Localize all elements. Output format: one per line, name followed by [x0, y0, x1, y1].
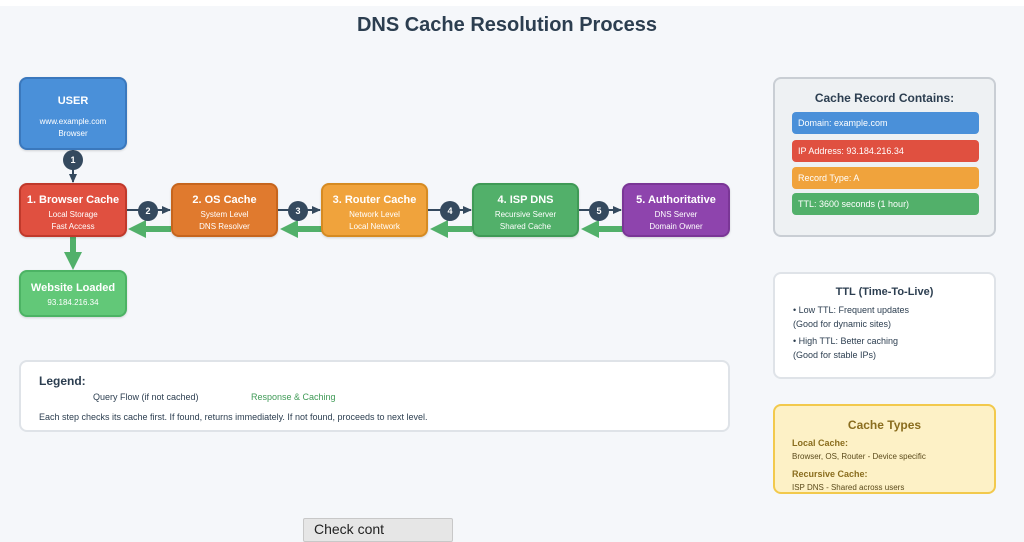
- local-cache-desc: Browser, OS, Router - Device specific: [792, 452, 926, 461]
- router-cache-node: 3. Router Cache Network Level Local Netw…: [321, 183, 428, 237]
- local-cache-heading: Local Cache:: [792, 438, 849, 448]
- ttl-low-note: (Good for dynamic sites): [793, 319, 892, 329]
- cache-record-panel: Cache Record Contains: Domain: example.c…: [773, 77, 996, 237]
- response-arrow-router-os: [280, 220, 322, 238]
- ttl-title: TTL (Time-To-Live): [835, 286, 934, 298]
- ttl-high-note: (Good for stable IPs): [793, 350, 877, 360]
- response-arrow-isp-router: [430, 220, 472, 238]
- cache-record-title: Cache Record Contains:: [814, 91, 955, 105]
- check-content-button[interactable]: Check cont: [303, 518, 453, 542]
- legend-response-label: Response & Caching: [251, 392, 336, 402]
- recursive-cache-desc: ISP DNS - Shared across users: [792, 483, 905, 492]
- response-arrow-loaded: [64, 237, 82, 270]
- os-cache-line1: System Level: [200, 210, 249, 219]
- website-loaded-title: Website Loaded: [30, 282, 116, 294]
- authoritative-node: 5. Authoritative DNS Server Domain Owner: [622, 183, 730, 237]
- record-ip-row: IP Address: 93.184.216.34: [792, 140, 979, 162]
- isp-dns-title: 4. ISP DNS: [497, 194, 554, 206]
- response-arrow-os-browser: [128, 220, 171, 238]
- legend-query-label: Query Flow (if not cached): [93, 392, 199, 402]
- isp-dns-line1: Recursive Server: [494, 210, 557, 219]
- record-domain-row: Domain: example.com: [792, 112, 979, 134]
- isp-dns-node: 4. ISP DNS Recursive Server Shared Cache: [472, 183, 579, 237]
- legend-panel: Legend: Query Flow (if not cached) Respo…: [19, 360, 730, 432]
- record-ttl-row: TTL: 3600 seconds (1 hour): [792, 193, 979, 215]
- legend-note: Each step checks its cache first. If fou…: [39, 412, 428, 422]
- step-badge-2: 2: [138, 201, 158, 221]
- ttl-low: • Low TTL: Frequent updates: [793, 305, 910, 315]
- step-badge-5: 5: [589, 201, 609, 221]
- step-badge-4: 4: [440, 201, 460, 221]
- browser-cache-line2: Fast Access: [51, 222, 95, 231]
- response-arrow-auth-isp: [581, 220, 623, 238]
- user-title: USER: [57, 95, 89, 107]
- router-cache-line2: Local Network: [349, 222, 400, 231]
- step-badge-1: 1: [63, 150, 83, 170]
- cache-types-panel: Cache Types Local Cache: Browser, OS, Ro…: [773, 404, 996, 494]
- website-loaded-ip: 93.184.216.34: [47, 298, 99, 307]
- router-cache-title: 3. Router Cache: [332, 194, 417, 206]
- legend-title: Legend:: [39, 374, 86, 388]
- recursive-cache-heading: Recursive Cache:: [792, 469, 868, 479]
- browser-cache-node: 1. Browser Cache Local Storage Fast Acce…: [19, 183, 127, 237]
- user-domain: www.example.com: [39, 117, 107, 126]
- website-loaded-node: Website Loaded 93.184.216.34: [19, 270, 127, 317]
- top-strip: [0, 0, 1024, 6]
- step-badge-3: 3: [288, 201, 308, 221]
- ttl-high: • High TTL: Better caching: [793, 336, 899, 346]
- user-node: USER www.example.com Browser: [19, 77, 127, 150]
- browser-cache-title: 1. Browser Cache: [26, 194, 120, 206]
- browser-cache-line1: Local Storage: [48, 210, 98, 219]
- cache-types-title: Cache Types: [847, 418, 922, 432]
- router-cache-line1: Network Level: [349, 210, 400, 219]
- authoritative-title: 5. Authoritative: [636, 194, 716, 206]
- record-type-row: Record Type: A: [792, 167, 979, 189]
- ttl-panel: TTL (Time-To-Live) • Low TTL: Frequent u…: [773, 272, 996, 379]
- authoritative-line1: DNS Server: [654, 210, 698, 219]
- os-cache-node: 2. OS Cache System Level DNS Resolver: [171, 183, 278, 237]
- os-cache-line2: DNS Resolver: [199, 222, 250, 231]
- os-cache-title: 2. OS Cache: [192, 194, 257, 206]
- isp-dns-line2: Shared Cache: [499, 222, 552, 231]
- user-browser: Browser: [58, 129, 88, 138]
- authoritative-line2: Domain Owner: [649, 222, 703, 231]
- page-title: DNS Cache Resolution Process: [356, 14, 658, 36]
